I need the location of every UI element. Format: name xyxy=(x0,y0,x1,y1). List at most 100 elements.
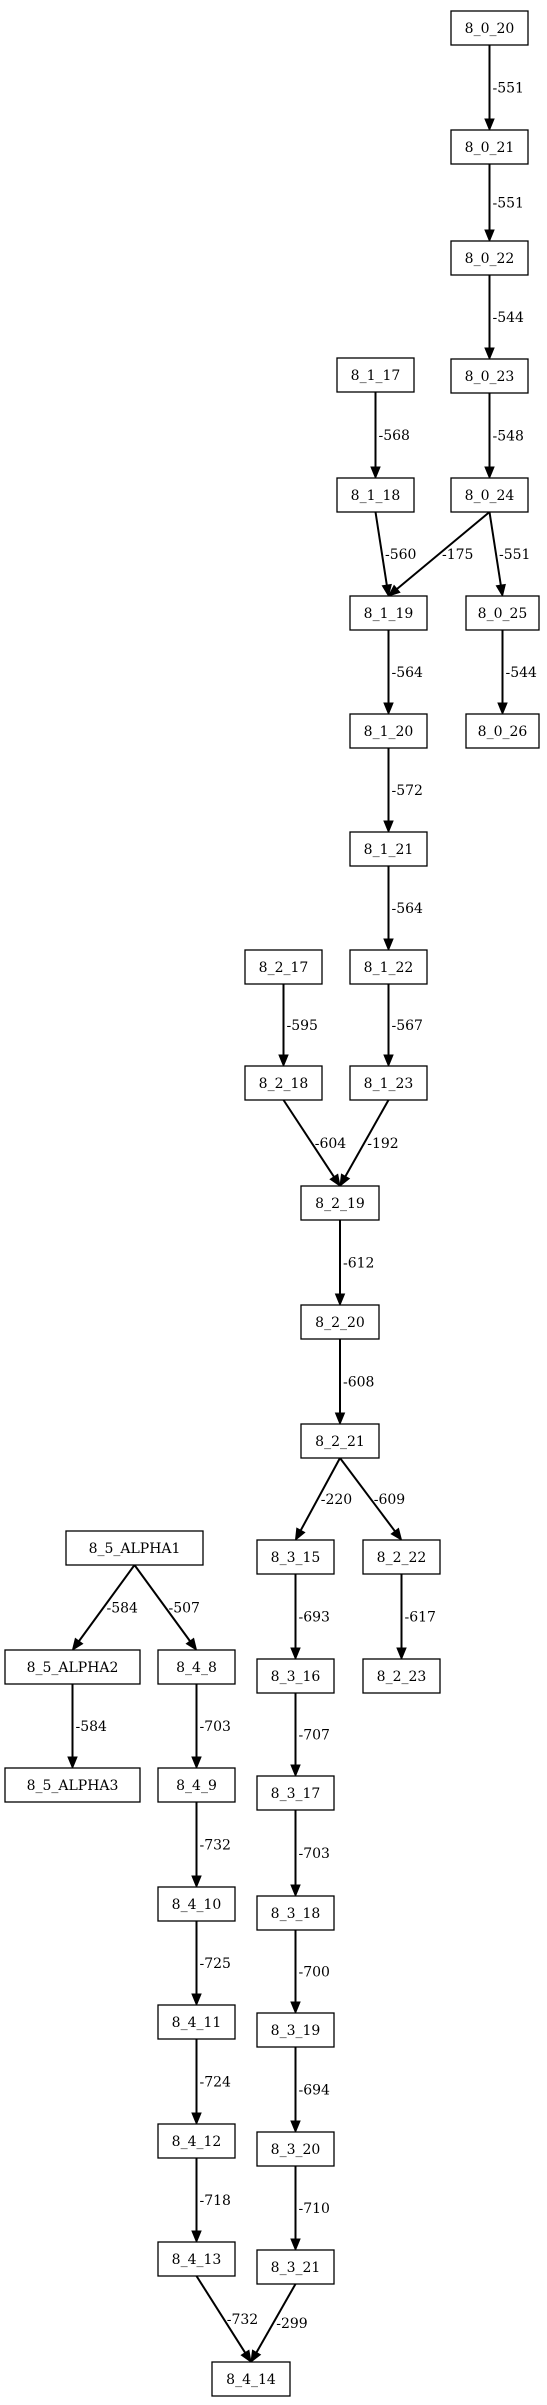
node-label: 8_1_19 xyxy=(364,606,414,622)
node-box xyxy=(300,1185,380,1221)
node-label: 8_1_22 xyxy=(364,960,414,976)
node-box xyxy=(244,949,323,985)
edge-8-3-21-to-8-4-14-line xyxy=(255,2283,297,2353)
node-8-3-19: 8_3_19 xyxy=(256,2012,335,2048)
edge-weight-label: -700 xyxy=(299,1965,330,1981)
edge-8-0-24-to-8-1-19: -175 xyxy=(387,511,491,597)
edge-8-2-21-to-8-2-22: -609 xyxy=(339,1457,405,1542)
node-box xyxy=(349,831,428,867)
node-8-0-22: 8_0_22 xyxy=(450,240,529,276)
arrowhead-icon xyxy=(290,2238,301,2252)
node-label: 8_0_22 xyxy=(465,251,515,267)
node-label: 8_3_15 xyxy=(271,1550,321,1566)
node-label: 8_4_12 xyxy=(172,2134,222,2150)
edge-8-2-21-to-8-3-15: -220 xyxy=(294,1457,352,1542)
node-8-1-19: 8_1_19 xyxy=(349,595,428,631)
edge-8-4-8-to-8-4-9: -703 xyxy=(191,1684,231,1770)
node-box xyxy=(300,1304,380,1340)
edge-weight-label: -608 xyxy=(343,1375,374,1391)
arrowhead-icon xyxy=(290,1647,301,1661)
node-8-4-9: 8_4_9 xyxy=(157,1767,236,1803)
edge-8-4-10-to-8-4-11: -725 xyxy=(191,1921,231,2007)
edge-weight-label: -718 xyxy=(200,2193,231,2209)
arrowhead-icon xyxy=(339,1173,351,1188)
edge-8-0-25-to-8-0-26: -544 xyxy=(497,630,537,716)
edge-weight-label: -604 xyxy=(315,1136,347,1152)
node-box xyxy=(349,949,428,985)
edge-8-3-20-to-8-3-21: -710 xyxy=(290,2166,330,2252)
node-label: 8_0_24 xyxy=(465,488,515,504)
arrowhead-icon xyxy=(334,1293,346,1307)
node-8-3-16: 8_3_16 xyxy=(256,1658,335,1694)
node-box xyxy=(349,1065,428,1101)
node-label: 8_0_21 xyxy=(465,140,515,156)
node-8-1-20: 8_1_20 xyxy=(349,713,428,749)
node-box xyxy=(4,1649,141,1685)
edge-8-0-22-to-8-0-23: -544 xyxy=(484,275,524,361)
node-box xyxy=(157,1767,236,1803)
edge-8-0-20-to-8-0-21: -551 xyxy=(484,45,524,132)
arrowhead-icon xyxy=(67,1756,78,1770)
node-label: 8_1_21 xyxy=(364,842,414,858)
edge-weight-label: -725 xyxy=(200,1956,231,1972)
node-box xyxy=(256,1895,335,1931)
node-label: 8_3_20 xyxy=(271,2142,321,2158)
edge-weight-label: -732 xyxy=(227,2312,258,2328)
edge-weight-label: -584 xyxy=(107,1601,139,1617)
edge-8-1-23-to-8-2-19: -192 xyxy=(339,1099,399,1188)
edge-weight-label: -564 xyxy=(392,901,424,917)
arrowhead-icon xyxy=(185,1637,198,1652)
arrowhead-icon xyxy=(290,2001,301,2015)
node-box xyxy=(256,1658,335,1694)
node-label: 8_4_13 xyxy=(172,2252,222,2268)
edge-weight-label: -568 xyxy=(379,428,410,444)
edge-weight-label: -707 xyxy=(299,1728,330,1744)
node-box xyxy=(157,2123,236,2159)
node-label: 8_3_19 xyxy=(271,2023,321,2039)
edge-8-5-alpha1-to-8-5-alpha2: -584 xyxy=(71,1564,139,1652)
node-box xyxy=(256,1539,335,1575)
node-label: 8_0_20 xyxy=(465,21,515,37)
node-box xyxy=(450,240,529,276)
node-label: 8_4_8 xyxy=(176,1660,217,1676)
node-label: 8_2_23 xyxy=(377,1669,427,1685)
edge-8-4-11-to-8-4-12: -724 xyxy=(191,2039,231,2126)
node-box xyxy=(157,2241,236,2277)
edge-8-3-17-to-8-3-18: -703 xyxy=(290,1810,330,1898)
arrowhead-icon xyxy=(484,347,495,361)
node-box xyxy=(362,1658,441,1694)
edge-weight-label: -584 xyxy=(76,1719,108,1735)
edge-8-1-22-to-8-1-23: -567 xyxy=(383,984,423,1068)
edge-weight-label: -299 xyxy=(276,2316,307,2332)
edge-weight-label: -694 xyxy=(299,2083,331,2099)
node-8-5-alpha3: 8_5_ALPHA3 xyxy=(4,1767,141,1803)
node-label: 8_2_21 xyxy=(315,1434,365,1450)
node-8-1-21: 8_1_21 xyxy=(349,831,428,867)
arrowhead-icon xyxy=(240,2349,252,2364)
node-box xyxy=(211,2361,291,2397)
edge-8-2-19-to-8-2-20: -612 xyxy=(334,1220,374,1307)
edge-8-3-21-to-8-4-14: -299 xyxy=(250,2283,308,2364)
arrowhead-icon xyxy=(334,1412,346,1426)
edge-8-4-13-to-8-4-14: -732 xyxy=(195,2275,258,2364)
node-box xyxy=(157,2004,236,2040)
edge-8-2-22-to-8-2-23: -617 xyxy=(396,1574,436,1661)
node-8-1-18: 8_1_18 xyxy=(336,477,415,513)
node-label: 8_4_11 xyxy=(172,2015,222,2031)
edge-8-1-18-to-8-1-19: -560 xyxy=(374,511,416,598)
node-box xyxy=(157,1886,236,1922)
arrowhead-icon xyxy=(484,466,495,480)
node-box xyxy=(4,1767,141,1803)
arrowhead-icon xyxy=(387,584,401,597)
node-8-2-23: 8_2_23 xyxy=(362,1658,441,1694)
node-label: 8_3_21 xyxy=(271,2260,321,2276)
edge-8-1-19-to-8-1-20: -564 xyxy=(383,630,423,716)
arrowhead-icon xyxy=(191,1993,202,2007)
edge-8-5-alpha2-to-8-5-alpha3: -584 xyxy=(67,1684,108,1770)
node-box xyxy=(157,1649,236,1685)
node-label: 8_0_25 xyxy=(478,606,528,622)
node-box xyxy=(244,1065,323,1101)
node-8-5-alpha1: 8_5_ALPHA1 xyxy=(65,1530,204,1566)
edge-weight-label: -551 xyxy=(493,196,524,212)
